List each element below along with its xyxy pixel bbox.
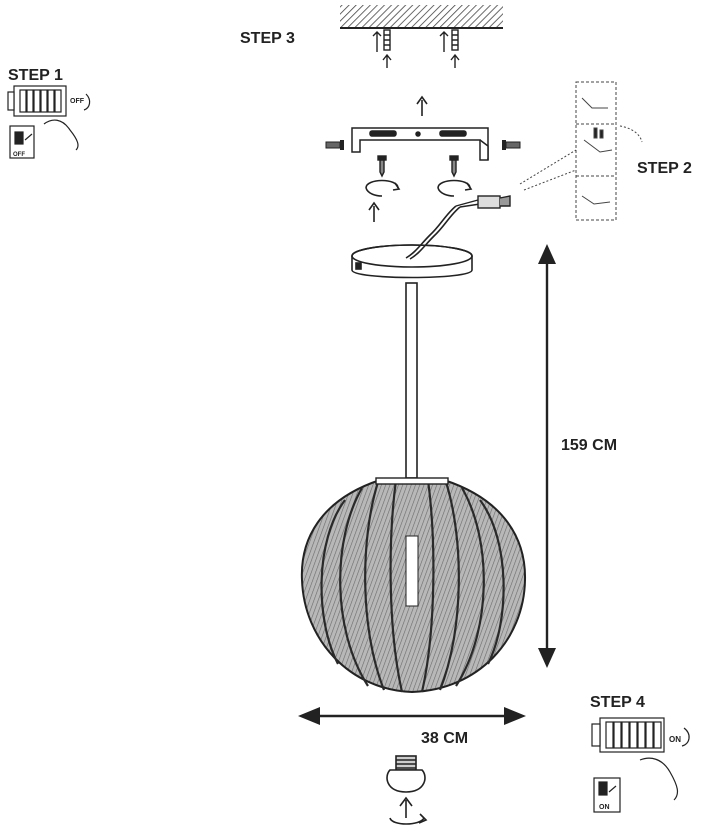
height-dimension-arrow [538, 244, 556, 668]
mounting-bracket [351, 127, 489, 161]
side-screw-left-icon [325, 140, 344, 150]
step1-label: STEP 1 [8, 67, 63, 84]
ceiling [340, 5, 503, 29]
wiring-detail-icon [519, 81, 643, 221]
height-dimension-label: 159 CM [561, 437, 617, 454]
step4-label: STEP 4 [590, 694, 645, 711]
light-bulb-icon [386, 755, 428, 825]
breaker-panel-off-icon [7, 85, 91, 151]
wire-connector-icon [455, 195, 511, 209]
step2-label: STEP 2 [637, 160, 692, 177]
bracket-screw-left-icon [377, 155, 387, 178]
step3-label: STEP 3 [240, 30, 295, 47]
rotate-left-icon [365, 179, 401, 197]
wall-plug-left-icon [372, 29, 392, 68]
side-screw-right-icon [502, 140, 521, 150]
step1-off-label: OFF [70, 98, 85, 105]
width-dimension-arrow [298, 707, 526, 725]
suspension-cord [405, 282, 418, 479]
step1-off-switch-label: OFF [13, 152, 25, 158]
arrow-up-canopy-icon [368, 201, 380, 222]
wall-plug-right-icon [439, 29, 460, 68]
bracket-screw-right-icon [449, 155, 459, 178]
breaker-panel-on-icon [591, 717, 690, 801]
step4-on-switch-label: ON [599, 804, 610, 811]
woven-globe-shade [300, 477, 527, 694]
width-dimension-label: 38 CM [421, 730, 468, 747]
arrow-up-icon [416, 95, 428, 116]
switch-off-icon [9, 125, 35, 159]
canopy [351, 205, 473, 279]
switch-on-icon [593, 777, 621, 813]
rotate-right-icon [437, 179, 473, 197]
step4-on-label: ON [669, 735, 681, 744]
